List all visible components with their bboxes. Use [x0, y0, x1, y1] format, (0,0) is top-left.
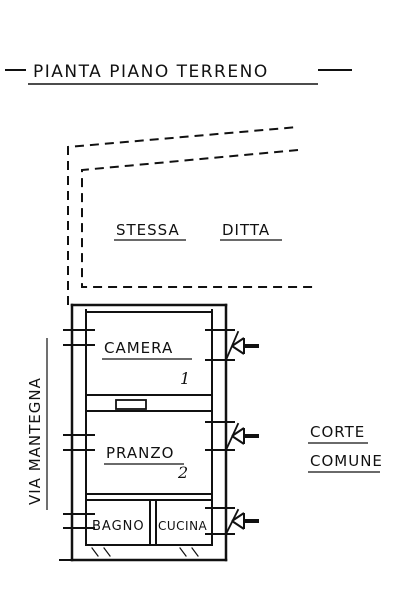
courtyard-line1: CORTE [310, 423, 365, 441]
adjacent-label-ditta: DITTA [222, 221, 270, 239]
entry-arrow-pranzo [230, 426, 261, 446]
entry-arrow-camera [230, 336, 261, 356]
room-marker-2: 2 [177, 463, 188, 482]
building [59, 303, 240, 562]
adjacent-property: STESSA DITTA [67, 126, 318, 305]
street-label: VIA MANTEGNA [26, 338, 48, 510]
south-wall-hatch [91, 547, 199, 557]
chimney-block [115, 399, 147, 410]
room-label-pranzo: PRANZO [106, 444, 174, 462]
plan-title: PIANTA PIANO TERRENO [5, 62, 352, 85]
room-label-camera: CAMERA [104, 339, 173, 357]
room-labels: CAMERA PRANZO BAGNO CUCINA 1 2 [92, 339, 208, 534]
room-label-cucina: CUCINA [158, 519, 208, 533]
adjacent-property-boundary [67, 126, 318, 305]
courtyard-line2: COMUNE [310, 452, 383, 470]
courtyard-label: CORTE COMUNE [308, 423, 383, 473]
room-label-bagno: BAGNO [92, 519, 145, 534]
adjacent-label-stessa: STESSA [116, 221, 180, 239]
street-name: VIA MANTEGNA [26, 377, 44, 505]
entry-arrows [230, 336, 261, 531]
plan-title-text: PIANTA PIANO TERRENO [33, 62, 269, 82]
room-marker-1: 1 [180, 369, 190, 388]
